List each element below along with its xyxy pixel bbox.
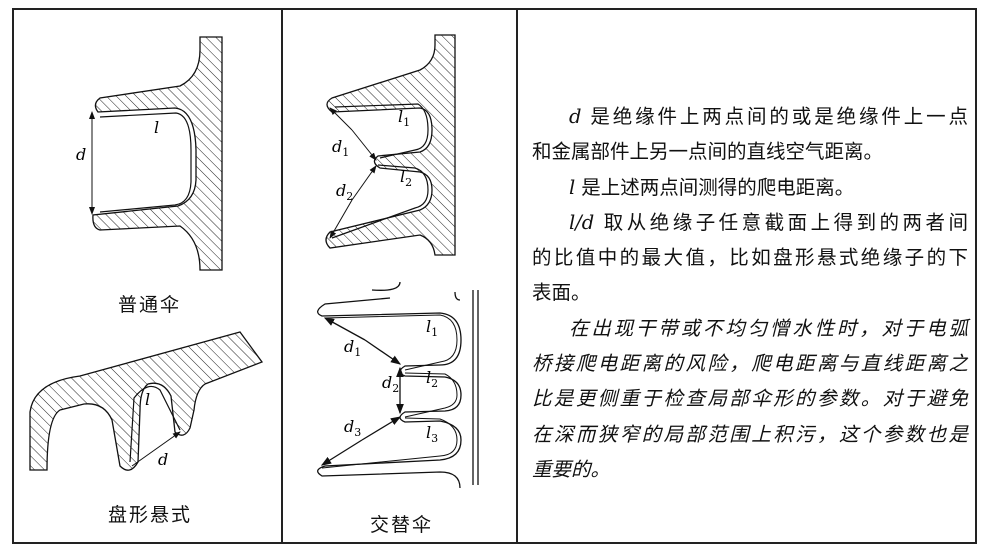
distance-label-1: d1	[344, 337, 361, 359]
creepage-label-1: l1	[426, 317, 438, 339]
alternating-shed-bottom-diagram	[317, 281, 479, 489]
text-line: 比是更侧重于检查局部伞形的参数。对于避免	[532, 387, 968, 411]
figure-table	[12, 8, 977, 544]
text-line: 表面。	[532, 281, 591, 305]
alternating-shed-caption: 交替伞	[370, 514, 434, 536]
creepage-label-1: l1	[398, 107, 410, 129]
disc-suspension-caption: 盘形悬式	[108, 504, 193, 526]
creepage-label-2: l2	[426, 368, 438, 390]
ordinary-shed-diagram: l d	[76, 36, 223, 271]
creepage-label: l	[154, 118, 159, 137]
column-divider	[516, 8, 518, 544]
text-line: 的比值中的最大值，比如盘形悬式绝缘子的下	[532, 246, 968, 270]
distance-label: d	[158, 450, 168, 469]
creepage-label-2: l2	[400, 167, 412, 189]
text-line: 重要的。	[532, 457, 611, 481]
column-divider	[281, 8, 283, 544]
text-line: 在出现干带或不均匀憎水性时，对于电弧	[569, 316, 968, 340]
text-line: 和金属部件上另一点间的直线空气距离。	[532, 140, 884, 164]
ordinary-shed-caption: 普通伞	[118, 294, 182, 316]
alternating-shed-top-diagram: l1 d1 l2 d2	[325, 34, 456, 256]
distance-label: d	[76, 145, 86, 164]
distance-label-3: d3	[344, 417, 361, 439]
disc-suspension-diagram: l d	[29, 331, 264, 471]
alternating-shed-bottom-labels: l1 d1 d2 l2 d3 l3	[344, 317, 438, 445]
creepage-label-3: l3	[426, 423, 438, 445]
creepage-label: l	[145, 390, 150, 409]
distance-label-2: d2	[382, 373, 399, 395]
text-line: 在深而狭窄的局部范围上积污，这个参数也是	[532, 422, 968, 446]
distance-label-2: d2	[336, 181, 353, 203]
text-line: 桥接爬电距离的风险，爬电距离与直线距离之	[532, 352, 968, 376]
distance-label-1: d1	[332, 137, 349, 159]
